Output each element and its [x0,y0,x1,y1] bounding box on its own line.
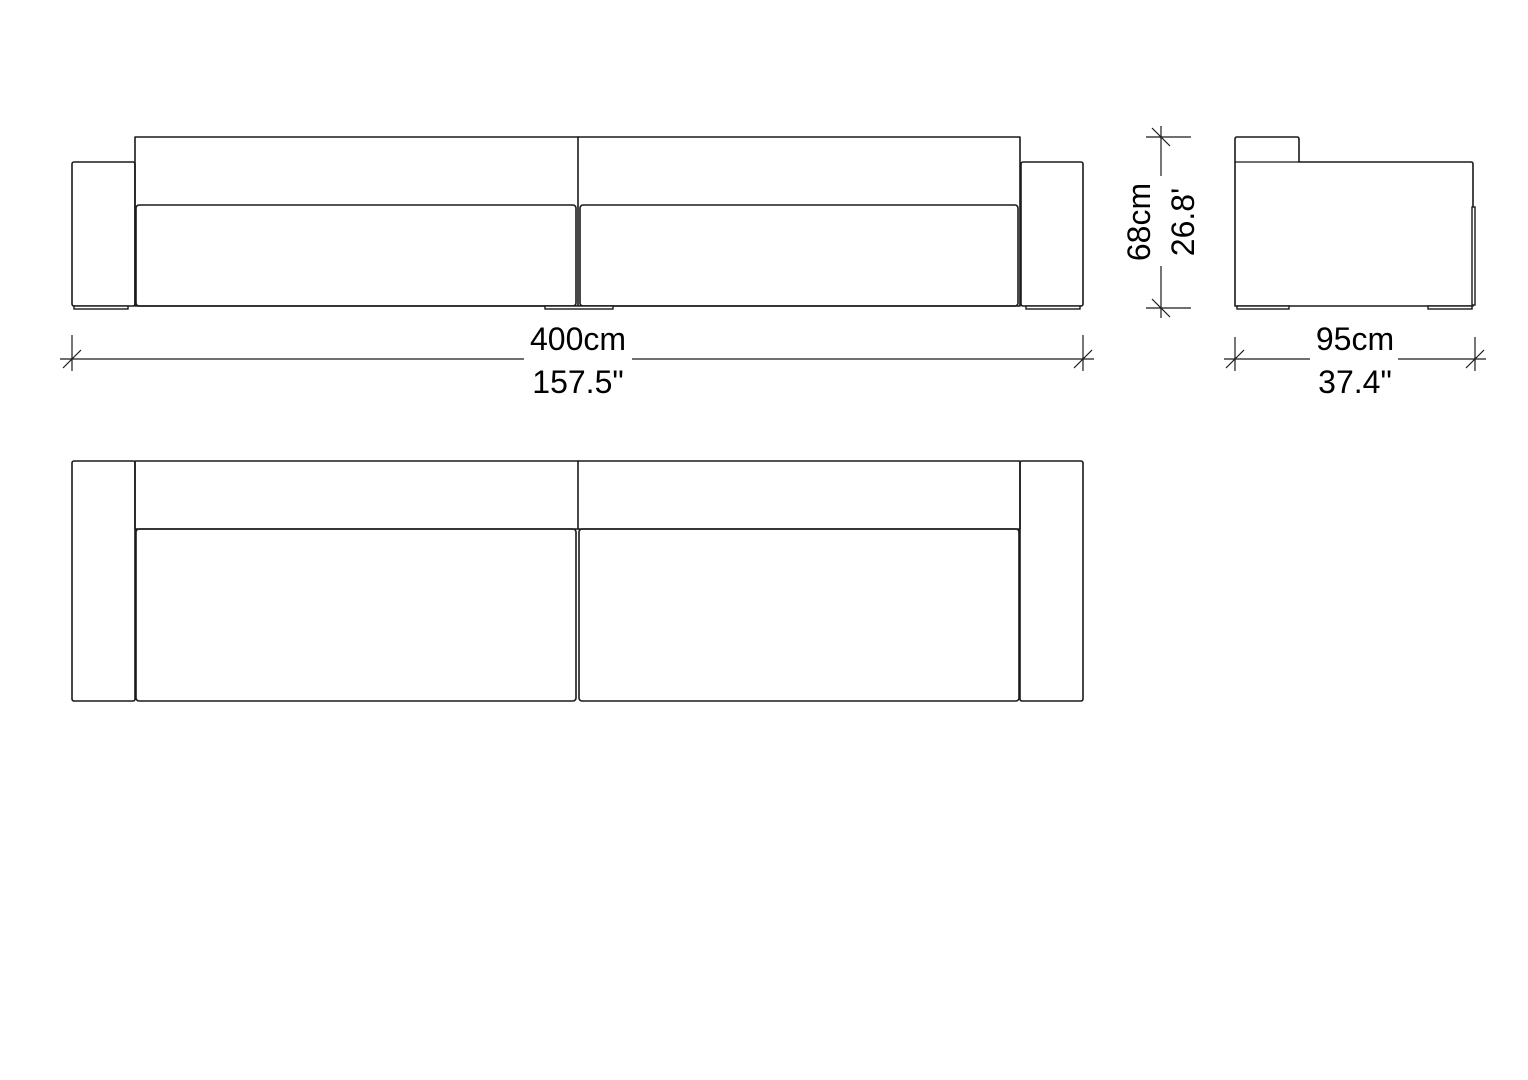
height-metric-label: 68cm [1121,183,1157,261]
width-imperial-label: 157.5" [532,364,623,400]
front-foot-3 [1025,305,1081,310]
side-view [1234,136,1476,310]
side-foot-front [1236,305,1290,310]
height-dimension: 68cm 26.8' [1121,126,1201,318]
height-tick-top [1151,127,1171,147]
depth-metric-label: 95cm [1316,321,1394,357]
top-view [71,460,1084,702]
depth-tick-right [1465,349,1485,369]
side-back-cushion-edge [1471,206,1476,306]
top-left-armrest [71,460,136,702]
top-right-armrest [1019,460,1084,702]
height-tick-bottom [1151,298,1171,318]
depth-tick-left [1225,349,1245,369]
width-tick-left [62,349,82,369]
top-seat-cushion-left [135,528,577,702]
depth-imperial-label: 37.4" [1318,364,1392,400]
front-right-armrest [1020,161,1084,307]
front-view [71,136,1084,310]
side-foot-back [1427,305,1473,310]
front-foot-2 [544,305,614,310]
width-metric-label: 400cm [530,321,626,357]
width-tick-right [1073,349,1093,369]
width-dimension: 400cm 157.5" [60,321,1094,400]
top-seat-cushion-right [578,528,1020,702]
side-profile [1234,136,1474,307]
front-foot-1 [73,305,129,310]
height-imperial-label: 26.8' [1165,188,1201,256]
front-left-armrest [71,161,136,307]
front-seat-cushion-right [579,204,1019,307]
depth-dimension: 95cm 37.4" [1224,321,1486,400]
front-seat-cushion-left [135,204,577,307]
